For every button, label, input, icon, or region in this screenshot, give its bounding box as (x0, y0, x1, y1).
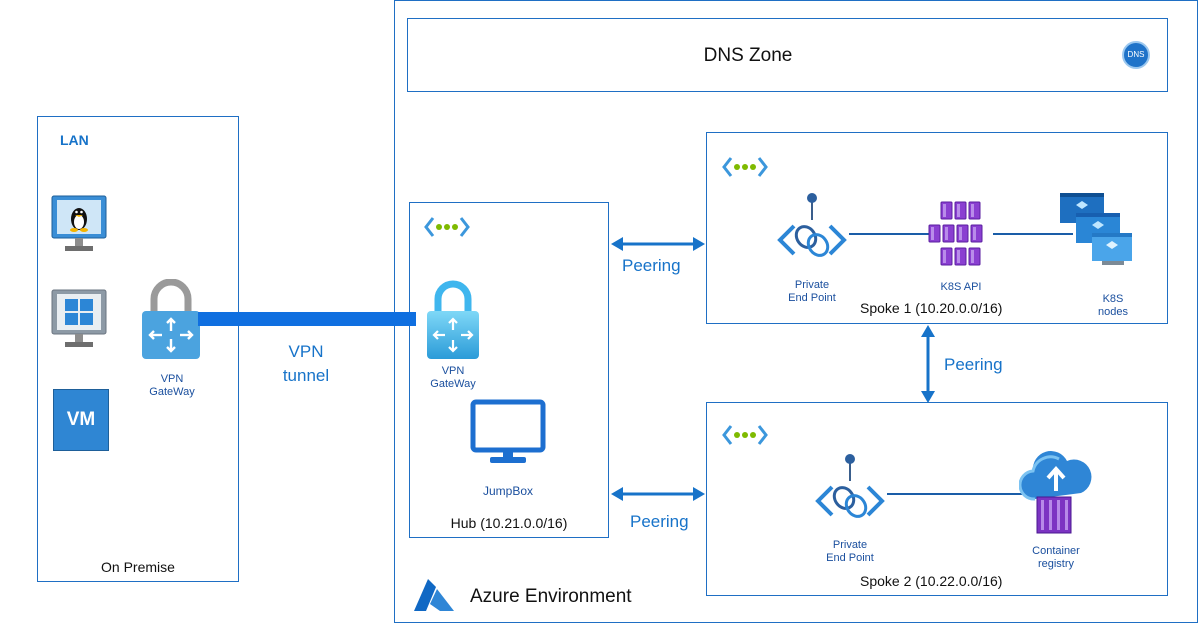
container-registry-label-1: Container (1032, 545, 1080, 557)
dns-icon: DNS (1122, 41, 1150, 69)
dns-zone-box: DNS Zone DNS (407, 18, 1168, 92)
k8s-nodes-label-2: nodes (1098, 306, 1128, 318)
hub-title: Hub (10.21.0.0/16) (450, 515, 568, 531)
lan-label: LAN (60, 132, 89, 148)
windows-vm-icon (51, 289, 107, 351)
spoke1-private-endpoint-icon (774, 190, 850, 274)
hub-vnet-icon (424, 215, 470, 239)
hub-box: VPN GateWay JumpBox Hub (10.21.0.0/16) (409, 202, 609, 538)
peering-label-hub-spoke1: Peering (622, 256, 681, 275)
hub-vpn-gateway-label-2: GateWay (430, 378, 476, 390)
azure-logo-icon (410, 577, 456, 613)
onprem-vpn-gateway-label-1: VPN (160, 373, 184, 385)
azure-environment-title: Azure Environment (470, 586, 632, 607)
peering-label-spoke1-spoke2: Peering (944, 355, 1003, 374)
spoke2-pep-label-1: Private (832, 539, 868, 551)
on-premise-box: LAN VM (37, 116, 239, 582)
container-registry-icon (1019, 447, 1093, 537)
vm-icon-label: VM (66, 409, 96, 430)
k8s-nodes-label-1: K8S (1102, 293, 1124, 305)
spoke2-vnet-icon (722, 423, 768, 447)
dns-badge-text: DNS (1127, 50, 1145, 59)
vpn-tunnel-label-2: tunnel (282, 366, 330, 385)
spoke2-title: Spoke 2 (10.22.0.0/16) (860, 573, 1003, 589)
vpn-tunnel-label-1: VPN (288, 342, 324, 361)
hub-vpn-gateway-icon (427, 279, 479, 361)
dns-zone-title: DNS Zone (703, 45, 793, 66)
on-premise-title: On Premise (101, 559, 175, 575)
spoke2-pep-registry-connector (887, 493, 1025, 495)
spoke1-vnet-icon (722, 155, 768, 179)
spoke2-private-endpoint-icon (812, 451, 888, 535)
spoke1-pep-label-2: End Point (788, 292, 836, 304)
peering-arrow-hub-spoke2 (609, 484, 707, 504)
onprem-vpn-gateway-label-2: GateWay (149, 386, 195, 398)
peering-arrow-spoke1-spoke2 (918, 324, 938, 404)
vm-icon: VM (53, 389, 109, 451)
spoke1-title: Spoke 1 (10.20.0.0/16) (860, 300, 1003, 316)
spoke1-box: Private End Point K8S API (706, 132, 1168, 324)
onprem-vpn-gateway-icon (140, 279, 202, 361)
k8s-nodes-icon (1058, 191, 1136, 271)
hub-vpn-gateway-label-1: VPN (441, 365, 465, 377)
spoke1-pep-label-1: Private (794, 279, 830, 291)
peering-arrow-hub-spoke1 (609, 234, 707, 254)
spoke2-box: Private End Point Container registry Spo… (706, 402, 1168, 596)
spoke1-pep-k8s-connector (849, 233, 931, 235)
linux-vm-icon (51, 195, 107, 255)
peering-label-hub-spoke2: Peering (630, 512, 689, 531)
k8s-api-icon (927, 199, 995, 269)
spoke1-k8s-nodes-connector (993, 233, 1073, 235)
jumpbox-label: JumpBox (482, 484, 534, 498)
vpn-tunnel-line (198, 312, 416, 326)
container-registry-label-2: registry (1037, 558, 1075, 570)
spoke2-pep-label-2: End Point (826, 552, 874, 564)
jumpbox-monitor-icon (470, 399, 546, 465)
k8s-api-label: K8S API (940, 281, 982, 293)
